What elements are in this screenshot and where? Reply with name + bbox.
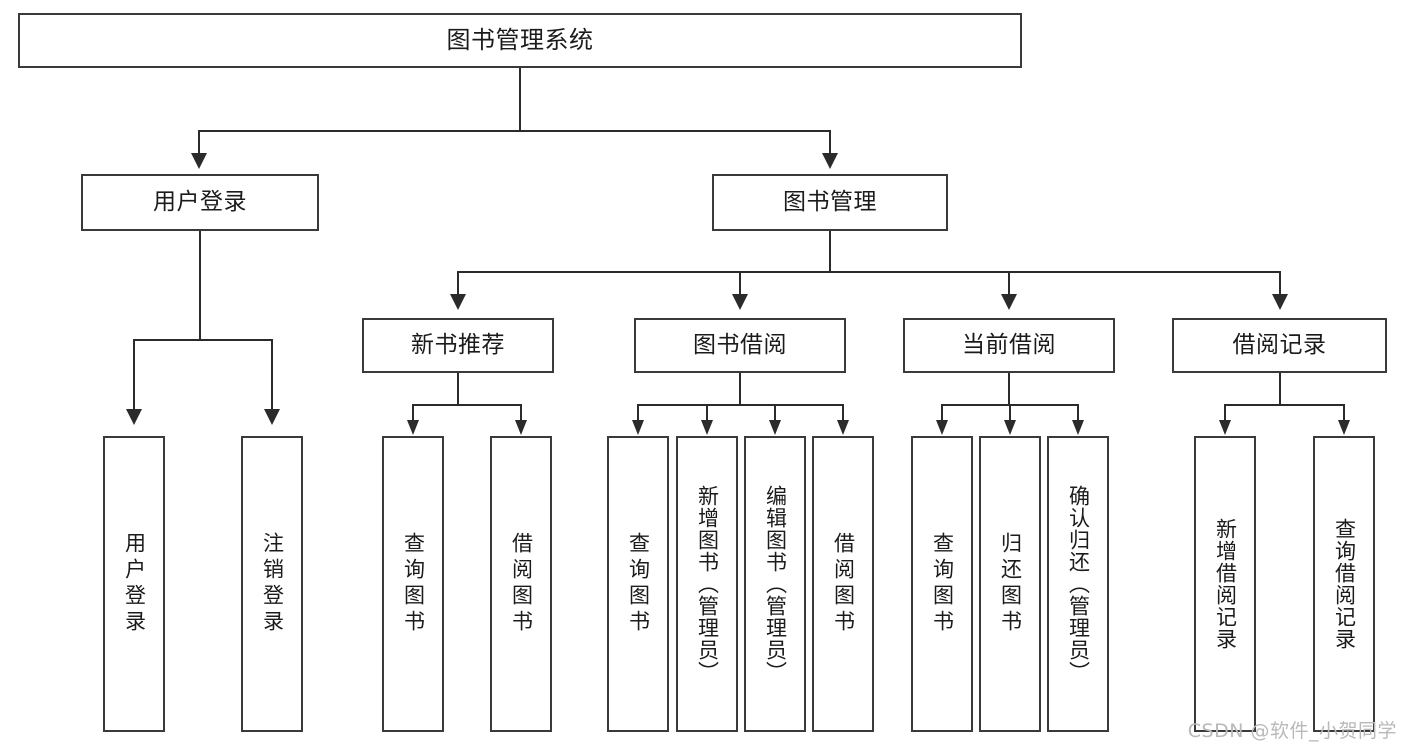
connector-root-stem <box>519 68 521 131</box>
node-label: 确认归还（管理员） <box>1066 485 1091 683</box>
node-new-book-recommend[interactable]: 新书推荐 <box>362 318 554 373</box>
node-label: 借阅记录 <box>1232 331 1327 358</box>
node-label: 编辑图书（管理员） <box>763 485 788 683</box>
node-label: 查询图书 <box>930 532 955 636</box>
arrowhead-borrow-record-to-query <box>1338 420 1350 435</box>
leaf-query-book-borrow[interactable]: 查询图书 <box>607 436 669 732</box>
connector-book-borrow-to-edit <box>774 404 776 422</box>
node-label: 查询图书 <box>626 532 651 636</box>
csdn-watermark: CSDN @软件_小贺同学 <box>1187 720 1397 742</box>
node-label: 用户登录 <box>153 188 247 215</box>
connector-borrow-record-to-add <box>1224 404 1226 422</box>
arrowhead-book-borrow-to-query <box>632 420 644 435</box>
connector-book-borrow-to-borrow <box>842 404 844 422</box>
arrowhead-borrow-record-to-add <box>1219 420 1231 435</box>
node-label: 用户登录 <box>122 532 147 636</box>
arrowhead-book-mgmt-to-borrow <box>732 294 748 310</box>
leaf-borrow-book-recommend[interactable]: 借阅图书 <box>490 436 552 732</box>
connector-root-bus <box>198 130 831 132</box>
connector-current-borrow-stem <box>1008 373 1010 405</box>
node-label: 图书管理系统 <box>446 26 594 55</box>
connector-new-book-to-borrow <box>520 404 522 422</box>
arrowhead-book-mgmt-to-record <box>1272 294 1288 310</box>
connector-book-borrow-to-add <box>706 404 708 422</box>
leaf-query-book-recommend[interactable]: 查询图书 <box>382 436 444 732</box>
leaf-add-borrow-record[interactable]: 新增借阅记录 <box>1194 436 1256 732</box>
connector-book-mgmt-to-borrow <box>739 271 741 296</box>
node-label: 查询图书 <box>401 532 426 636</box>
node-book-borrow[interactable]: 图书借阅 <box>634 318 846 373</box>
connector-book-mgmt-to-new-book <box>457 271 459 296</box>
connector-new-book-bus <box>412 404 522 406</box>
connector-current-borrow-to-confirm <box>1077 404 1079 422</box>
node-label: 新增图书（管理员） <box>695 485 720 683</box>
node-label: 查询借阅记录 <box>1332 518 1357 650</box>
connector-new-book-to-query <box>412 404 414 422</box>
arrowhead-book-borrow-to-edit <box>769 420 781 435</box>
leaf-return-book[interactable]: 归还图书 <box>979 436 1041 732</box>
node-label: 借阅图书 <box>831 532 856 636</box>
connector-book-mgmt-bus <box>457 271 1281 273</box>
arrowhead-new-book-to-borrow <box>515 420 527 435</box>
connector-borrow-record-to-query <box>1343 404 1345 422</box>
connector-book-mgmt-to-current <box>1008 271 1010 296</box>
connector-root-to-user-login <box>198 130 200 155</box>
node-label: 图书管理 <box>783 188 877 215</box>
arrowhead-book-mgmt-to-new-book <box>450 294 466 310</box>
connector-book-mgmt-to-record <box>1279 271 1281 296</box>
connector-book-mgmt-stem <box>829 231 831 272</box>
leaf-user-login[interactable]: 用户登录 <box>103 436 165 732</box>
node-user-login[interactable]: 用户登录 <box>81 174 319 231</box>
arrowhead-book-borrow-to-borrow <box>837 420 849 435</box>
connector-book-borrow-to-query <box>637 404 639 422</box>
leaf-add-book-admin[interactable]: 新增图书（管理员） <box>676 436 738 732</box>
node-current-borrow[interactable]: 当前借阅 <box>903 318 1115 373</box>
connector-current-borrow-to-query <box>941 404 943 422</box>
arrowhead-book-borrow-to-add <box>701 420 713 435</box>
connector-borrow-record-stem <box>1279 373 1281 405</box>
arrowhead-current-borrow-to-return <box>1004 420 1016 435</box>
connector-user-login-to-logout <box>271 339 273 411</box>
arrowhead-user-login-to-logout <box>264 409 280 425</box>
node-label: 当前借阅 <box>962 331 1056 358</box>
leaf-query-book-current[interactable]: 查询图书 <box>911 436 973 732</box>
leaf-confirm-return-admin[interactable]: 确认归还（管理员） <box>1047 436 1109 732</box>
node-label: 注销登录 <box>260 532 285 636</box>
connector-user-login-bus <box>133 339 272 341</box>
node-root-library-system[interactable]: 图书管理系统 <box>18 13 1022 68</box>
leaf-query-borrow-record[interactable]: 查询借阅记录 <box>1313 436 1375 732</box>
connector-root-to-book-mgmt <box>829 130 831 155</box>
connector-user-login-stem <box>199 231 201 340</box>
arrowhead-current-borrow-to-confirm <box>1072 420 1084 435</box>
arrowhead-new-book-to-query <box>407 420 419 435</box>
node-label: 新增借阅记录 <box>1213 518 1238 650</box>
connector-borrow-record-bus <box>1224 404 1344 406</box>
leaf-logout[interactable]: 注销登录 <box>241 436 303 732</box>
leaf-edit-book-admin[interactable]: 编辑图书（管理员） <box>744 436 806 732</box>
leaf-borrow-book[interactable]: 借阅图书 <box>812 436 874 732</box>
connector-book-borrow-stem <box>739 373 741 405</box>
node-book-management[interactable]: 图书管理 <box>712 174 948 231</box>
arrowhead-user-login-to-login <box>126 409 142 425</box>
node-label: 归还图书 <box>998 532 1023 636</box>
connector-book-borrow-bus <box>637 404 843 406</box>
connector-new-book-stem <box>457 373 459 405</box>
node-label: 借阅图书 <box>509 532 534 636</box>
node-label: 图书借阅 <box>693 331 787 358</box>
arrowhead-current-borrow-to-query <box>936 420 948 435</box>
arrowhead-root-to-book-mgmt <box>822 153 838 169</box>
arrowhead-book-mgmt-to-current <box>1001 294 1017 310</box>
node-label: 新书推荐 <box>411 331 505 358</box>
arrowhead-root-to-user-login <box>191 153 207 169</box>
node-borrow-record[interactable]: 借阅记录 <box>1172 318 1387 373</box>
connector-user-login-to-login <box>133 339 135 411</box>
connector-current-borrow-to-return <box>1009 404 1011 422</box>
